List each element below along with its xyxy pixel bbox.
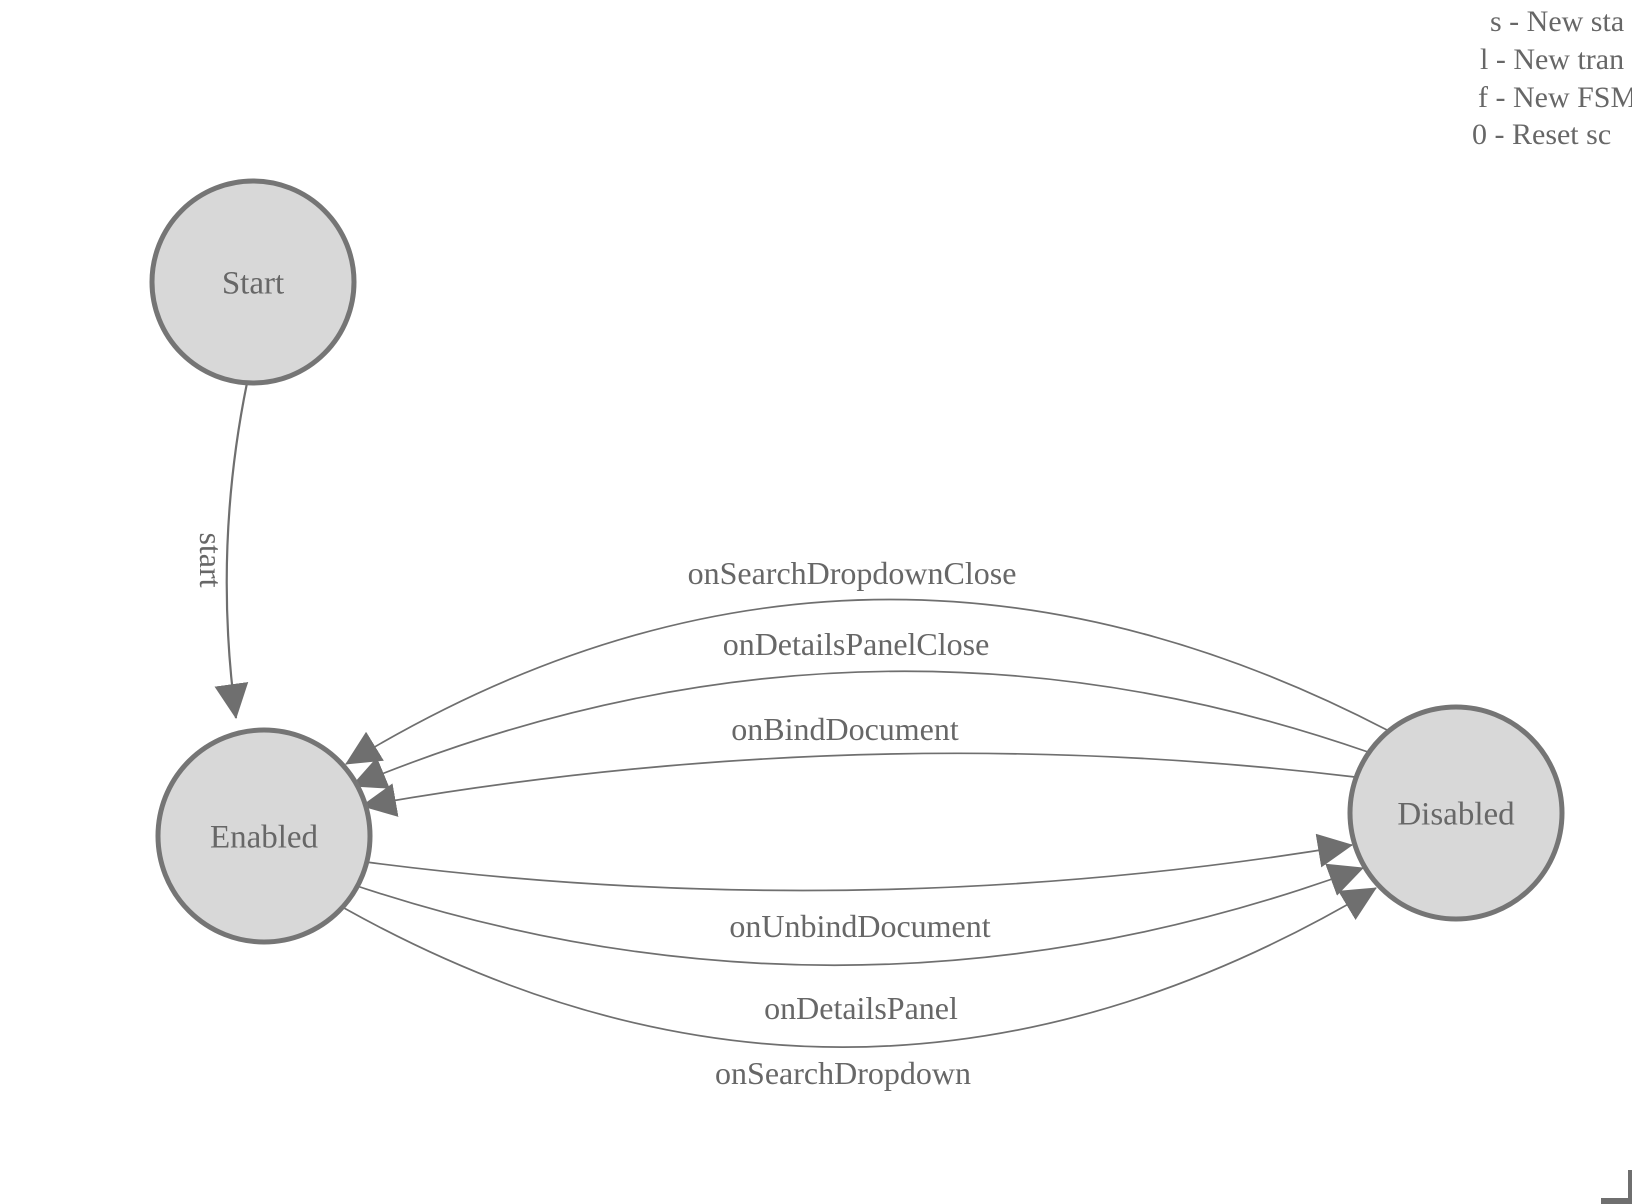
hint-new-state: s - New sta [1490, 5, 1625, 38]
edge-label-onDetailsPanelClose: onDetailsPanelClose [723, 626, 990, 662]
state-node-enabled[interactable]: Enabled [155, 727, 373, 945]
state-label-disabled: Disabled [1397, 797, 1515, 833]
state-circle-enabled[interactable] [155, 727, 373, 945]
edge-onDetailsPanelClose[interactable] [351, 670, 1369, 789]
hint-reset: 0 - Reset sc [1472, 118, 1612, 151]
edge-label-start: start [193, 532, 229, 587]
panel-corner-horizontal [1601, 1198, 1632, 1204]
edge-start[interactable] [214, 382, 249, 719]
hint-new-transition: l - New tran [1480, 43, 1625, 76]
state-node-disabled[interactable]: Disabled [1347, 704, 1565, 922]
state-label-start: Start [222, 266, 284, 302]
edge-onBindDocument[interactable] [361, 752, 1356, 817]
edge-onSearchDropdownClose[interactable] [345, 598, 1388, 765]
state-label-enabled: Enabled [210, 820, 319, 856]
hint-new-fsm: f - New FSM [1478, 81, 1632, 114]
edge-label-onUnbindDocument: onUnbindDocument [729, 908, 990, 944]
state-node-start[interactable]: Start [149, 178, 357, 386]
edge-label-onSearchDropdown: onSearchDropdown [715, 1055, 971, 1091]
edge-label-onBindDocument: onBindDocument [731, 711, 959, 747]
edge-onDetailsPanel[interactable] [356, 863, 1364, 967]
state-circle-disabled[interactable] [1347, 704, 1565, 922]
edge-onUnbindDocument[interactable] [365, 833, 1353, 892]
edge-label-onSearchDropdownClose: onSearchDropdownClose [688, 555, 1017, 591]
state-circle-start[interactable] [149, 178, 357, 386]
edge-label-onDetailsPanel: onDetailsPanel [764, 990, 958, 1026]
panel-corner-vertical [1628, 1170, 1632, 1204]
edge-onSearchDropdown[interactable] [343, 887, 1377, 1048]
